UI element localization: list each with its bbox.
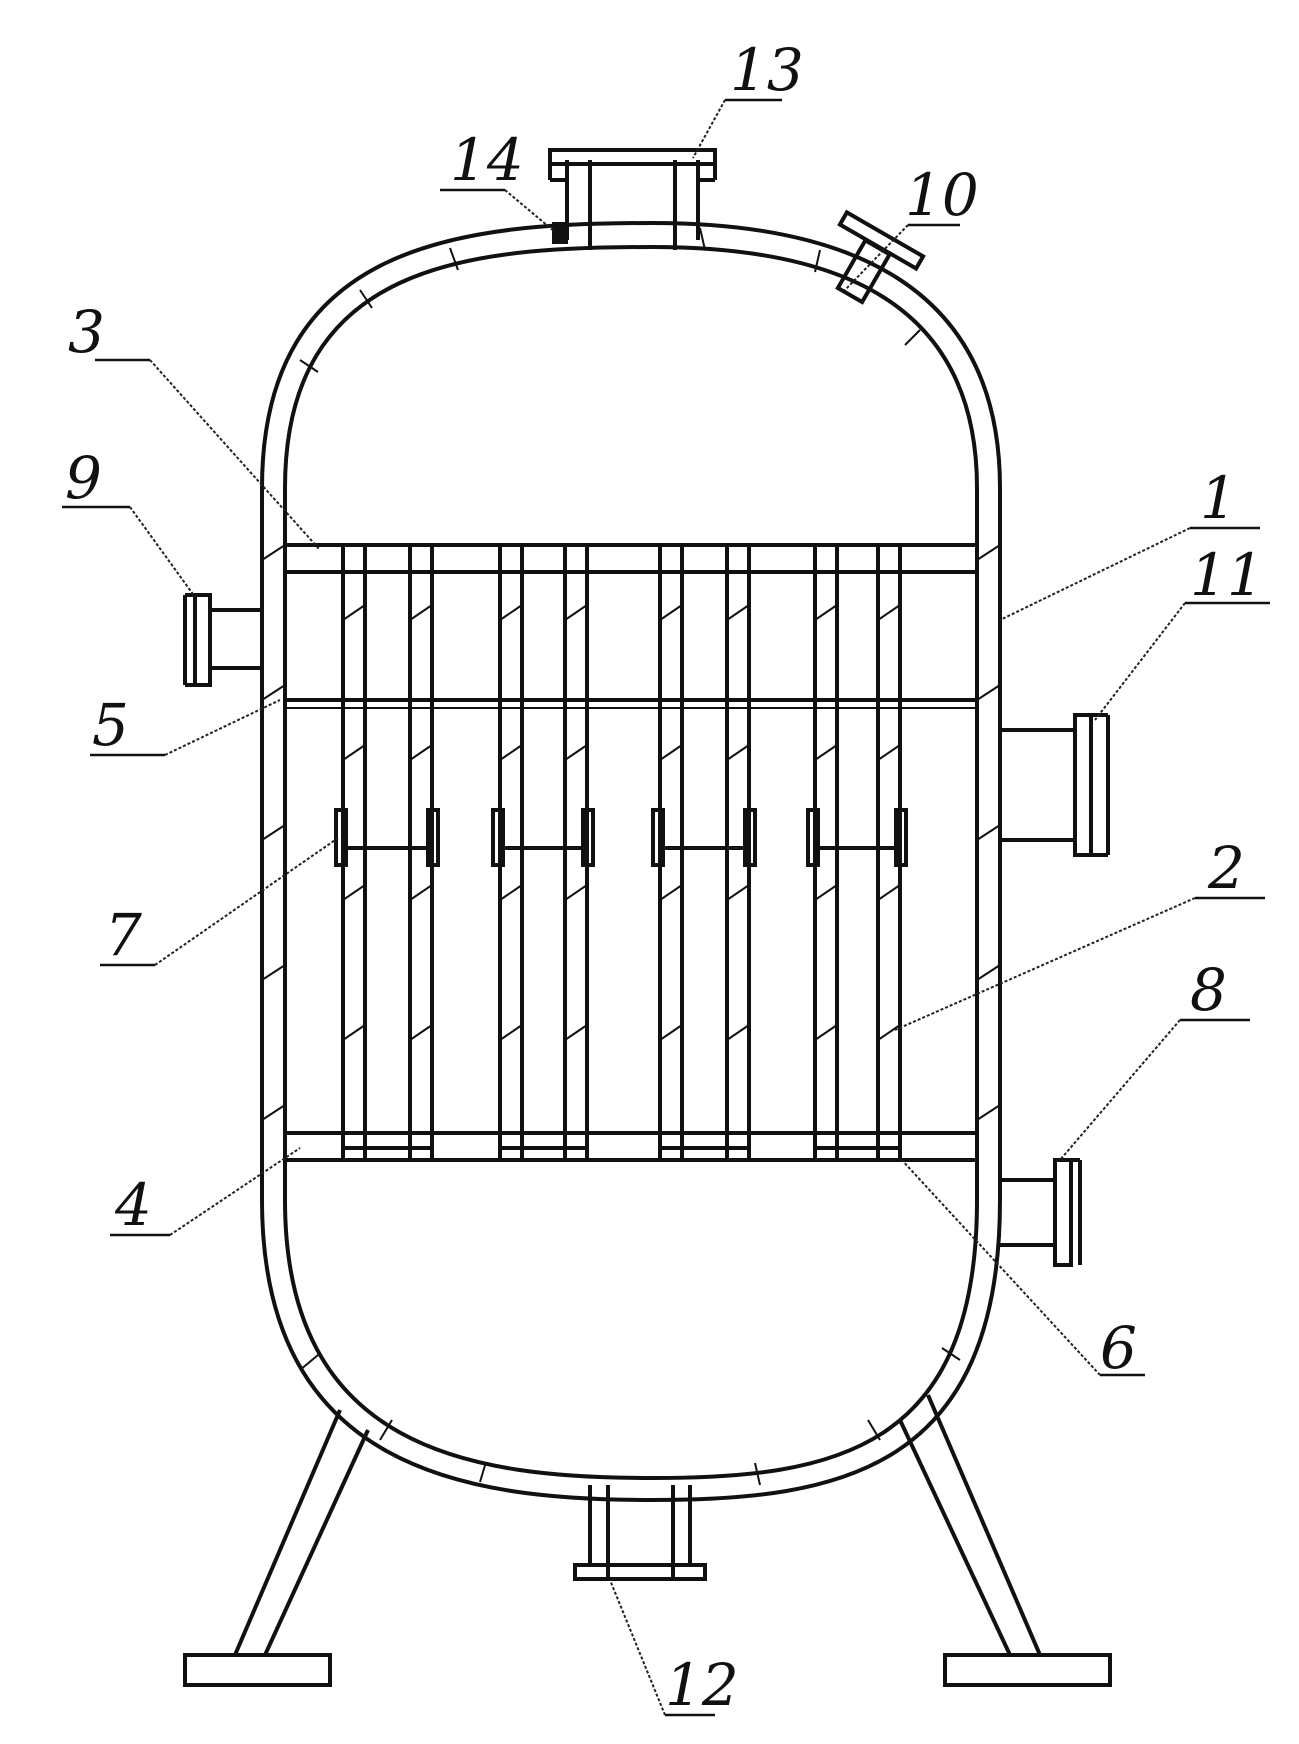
- nozzle-bottom-drain: [573, 1485, 707, 1581]
- label-3: 3: [68, 298, 105, 366]
- baffle-plate: [285, 698, 977, 709]
- upper-tube-sheet: [283, 543, 979, 574]
- part-labels: 3 9 5 7 4 1 11 2 8 6 10 13 14 12: [65, 36, 1264, 1719]
- tube-1: [341, 543, 434, 1162]
- vent-valve: [552, 222, 568, 244]
- nozzle-angled: [835, 209, 926, 305]
- label-6: 6: [1100, 1314, 1137, 1382]
- tube-connectors: [334, 808, 908, 867]
- label-5: 5: [92, 691, 129, 759]
- nozzle-right-outlet: [1000, 713, 1110, 857]
- tube-2: [498, 543, 589, 1162]
- label-4: 4: [114, 1171, 152, 1239]
- shell-hatching: [261, 227, 1001, 1486]
- nozzle-top-outlet: [548, 148, 717, 250]
- label-12: 12: [665, 1651, 739, 1719]
- label-11: 11: [1190, 541, 1264, 609]
- nozzle-right-lower: [1000, 1158, 1082, 1267]
- label-10: 10: [905, 161, 979, 229]
- tube-hatching: [342, 604, 901, 1041]
- tube-bundle: [341, 543, 902, 1162]
- label-7: 7: [105, 901, 142, 969]
- leader-lines: [62, 98, 1270, 1717]
- label-9: 9: [65, 444, 102, 512]
- lower-tube-sheet: [283, 1131, 979, 1162]
- tube-3: [658, 543, 751, 1162]
- label-14: 14: [450, 126, 524, 194]
- tube-4: [813, 543, 902, 1162]
- label-8: 8: [1190, 956, 1227, 1024]
- label-1: 1: [1200, 464, 1237, 532]
- nozzle-left-inlet: [183, 593, 262, 687]
- label-13: 13: [730, 36, 804, 104]
- label-2: 2: [1207, 834, 1245, 902]
- vessel-shell: [260, 220, 1002, 1503]
- support-legs: [183, 1394, 1112, 1687]
